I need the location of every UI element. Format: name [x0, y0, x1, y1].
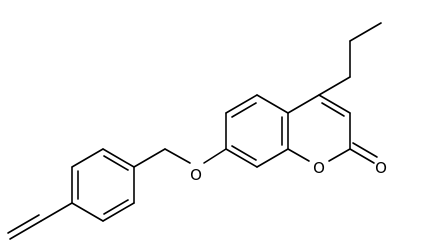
benzene-inner-bond-2 — [103, 155, 129, 171]
vinyl-bond — [40, 202, 73, 222]
pyranone-bond-2 — [318, 94, 351, 114]
pyranone-bond-4 — [328, 148, 351, 162]
benzene-bond-5 — [71, 148, 104, 168]
ether-aryl-bond — [203, 148, 227, 164]
benzyl-ether-bond — [164, 148, 191, 164]
benzene-bond-1 — [71, 202, 104, 222]
coumarin-benzo-bond-3 — [256, 94, 289, 114]
atom-label-carbonyl-oxygen: O — [375, 159, 387, 177]
pyranone-inner-bond — [321, 102, 345, 117]
carbonyl-double-bond-a — [349, 148, 375, 164]
coumarin-benzo-bond-2 — [225, 94, 258, 114]
benzyl-bond — [133, 148, 166, 168]
carbonyl-double-bond-b — [352, 142, 378, 158]
benzene-inner-bond-1 — [103, 199, 129, 215]
propyl-bond-1 — [318, 76, 351, 96]
benzene-bond-2 — [102, 202, 135, 222]
vinyl-double-bond-a — [9, 220, 42, 240]
atom-label-ether-oxygen: O — [190, 166, 202, 184]
coumarin-benzo-inner-1 — [231, 102, 257, 118]
pyranone-bond-1 — [287, 94, 320, 114]
coumarin-benzo-bond-5 — [256, 148, 289, 168]
vinyl-double-bond-b — [7, 214, 40, 234]
pyranone-bond-5 — [287, 148, 310, 162]
atom-label-ring-oxygen: O — [313, 159, 325, 177]
propyl-bond-3 — [349, 22, 382, 42]
coumarin-benzo-bond-6 — [225, 148, 258, 168]
coumarin-benzo-inner-3 — [231, 145, 257, 161]
benzene-bond-4 — [102, 148, 135, 168]
